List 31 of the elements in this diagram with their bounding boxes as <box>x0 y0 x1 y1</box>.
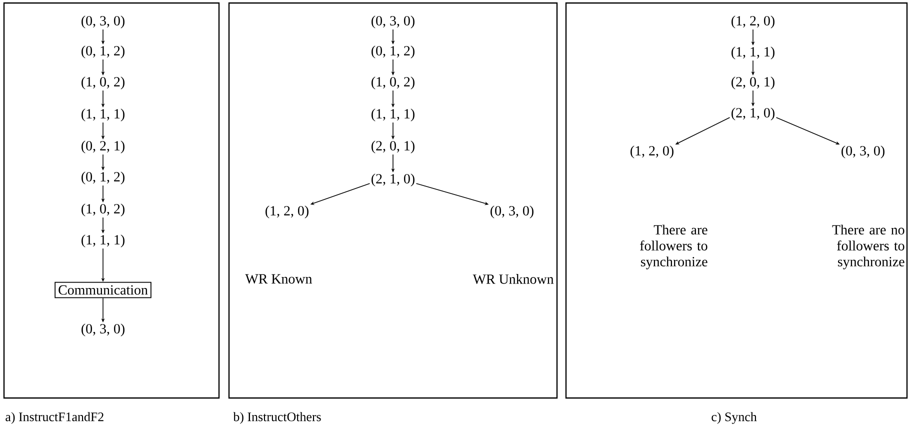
state-tuple: (1, 1, 1) <box>82 108 124 122</box>
note-text: WR Unknown <box>472 274 554 284</box>
panel-caption: b) InstructOthers <box>233 412 321 424</box>
state-tuple: (0, 3, 0) <box>82 16 124 28</box>
state-tuple: (0, 3, 0) <box>372 16 414 28</box>
state-tuple: (0, 3, 0) <box>82 324 124 336</box>
state-tuple: (1, 1, 1) <box>82 234 124 248</box>
process-box: Communication <box>54 282 152 298</box>
state-tuple: (0, 3, 0) <box>490 206 534 218</box>
state-tuple: (1, 0, 2) <box>82 76 124 90</box>
state-tuple: (0, 1, 2) <box>82 172 124 184</box>
state-tuple: (1, 2, 0) <box>732 16 774 28</box>
state-tuple: (2, 1, 0) <box>372 174 414 186</box>
note-text: There are no followers to synchronize <box>832 224 904 270</box>
state-tuple: (0, 3, 0) <box>842 146 884 158</box>
state-tuple: (1, 0, 2) <box>82 204 124 216</box>
state-tuple: (2, 0, 1) <box>372 140 414 154</box>
note-text: There are followers to synchronize <box>640 224 708 270</box>
state-tuple: (1, 1, 1) <box>732 46 774 60</box>
state-tuple: (1, 2, 0) <box>266 206 308 218</box>
state-tuple: (0, 2, 1) <box>82 140 124 154</box>
state-tuple: (0, 1, 2) <box>82 46 124 58</box>
state-tuple: (2, 0, 1) <box>732 76 774 90</box>
state-tuple: (1, 2, 0) <box>630 146 674 158</box>
panel-caption: a) InstructF1andF2 <box>6 412 104 424</box>
state-tuple: (1, 1, 1) <box>372 108 414 122</box>
state-tuple: (0, 1, 2) <box>372 46 414 58</box>
state-tuple: (1, 0, 2) <box>372 76 414 90</box>
state-tuple: (2, 1, 0) <box>732 108 774 120</box>
note-text: WR Known <box>245 274 312 284</box>
panel-caption: c) Synch <box>712 412 757 424</box>
